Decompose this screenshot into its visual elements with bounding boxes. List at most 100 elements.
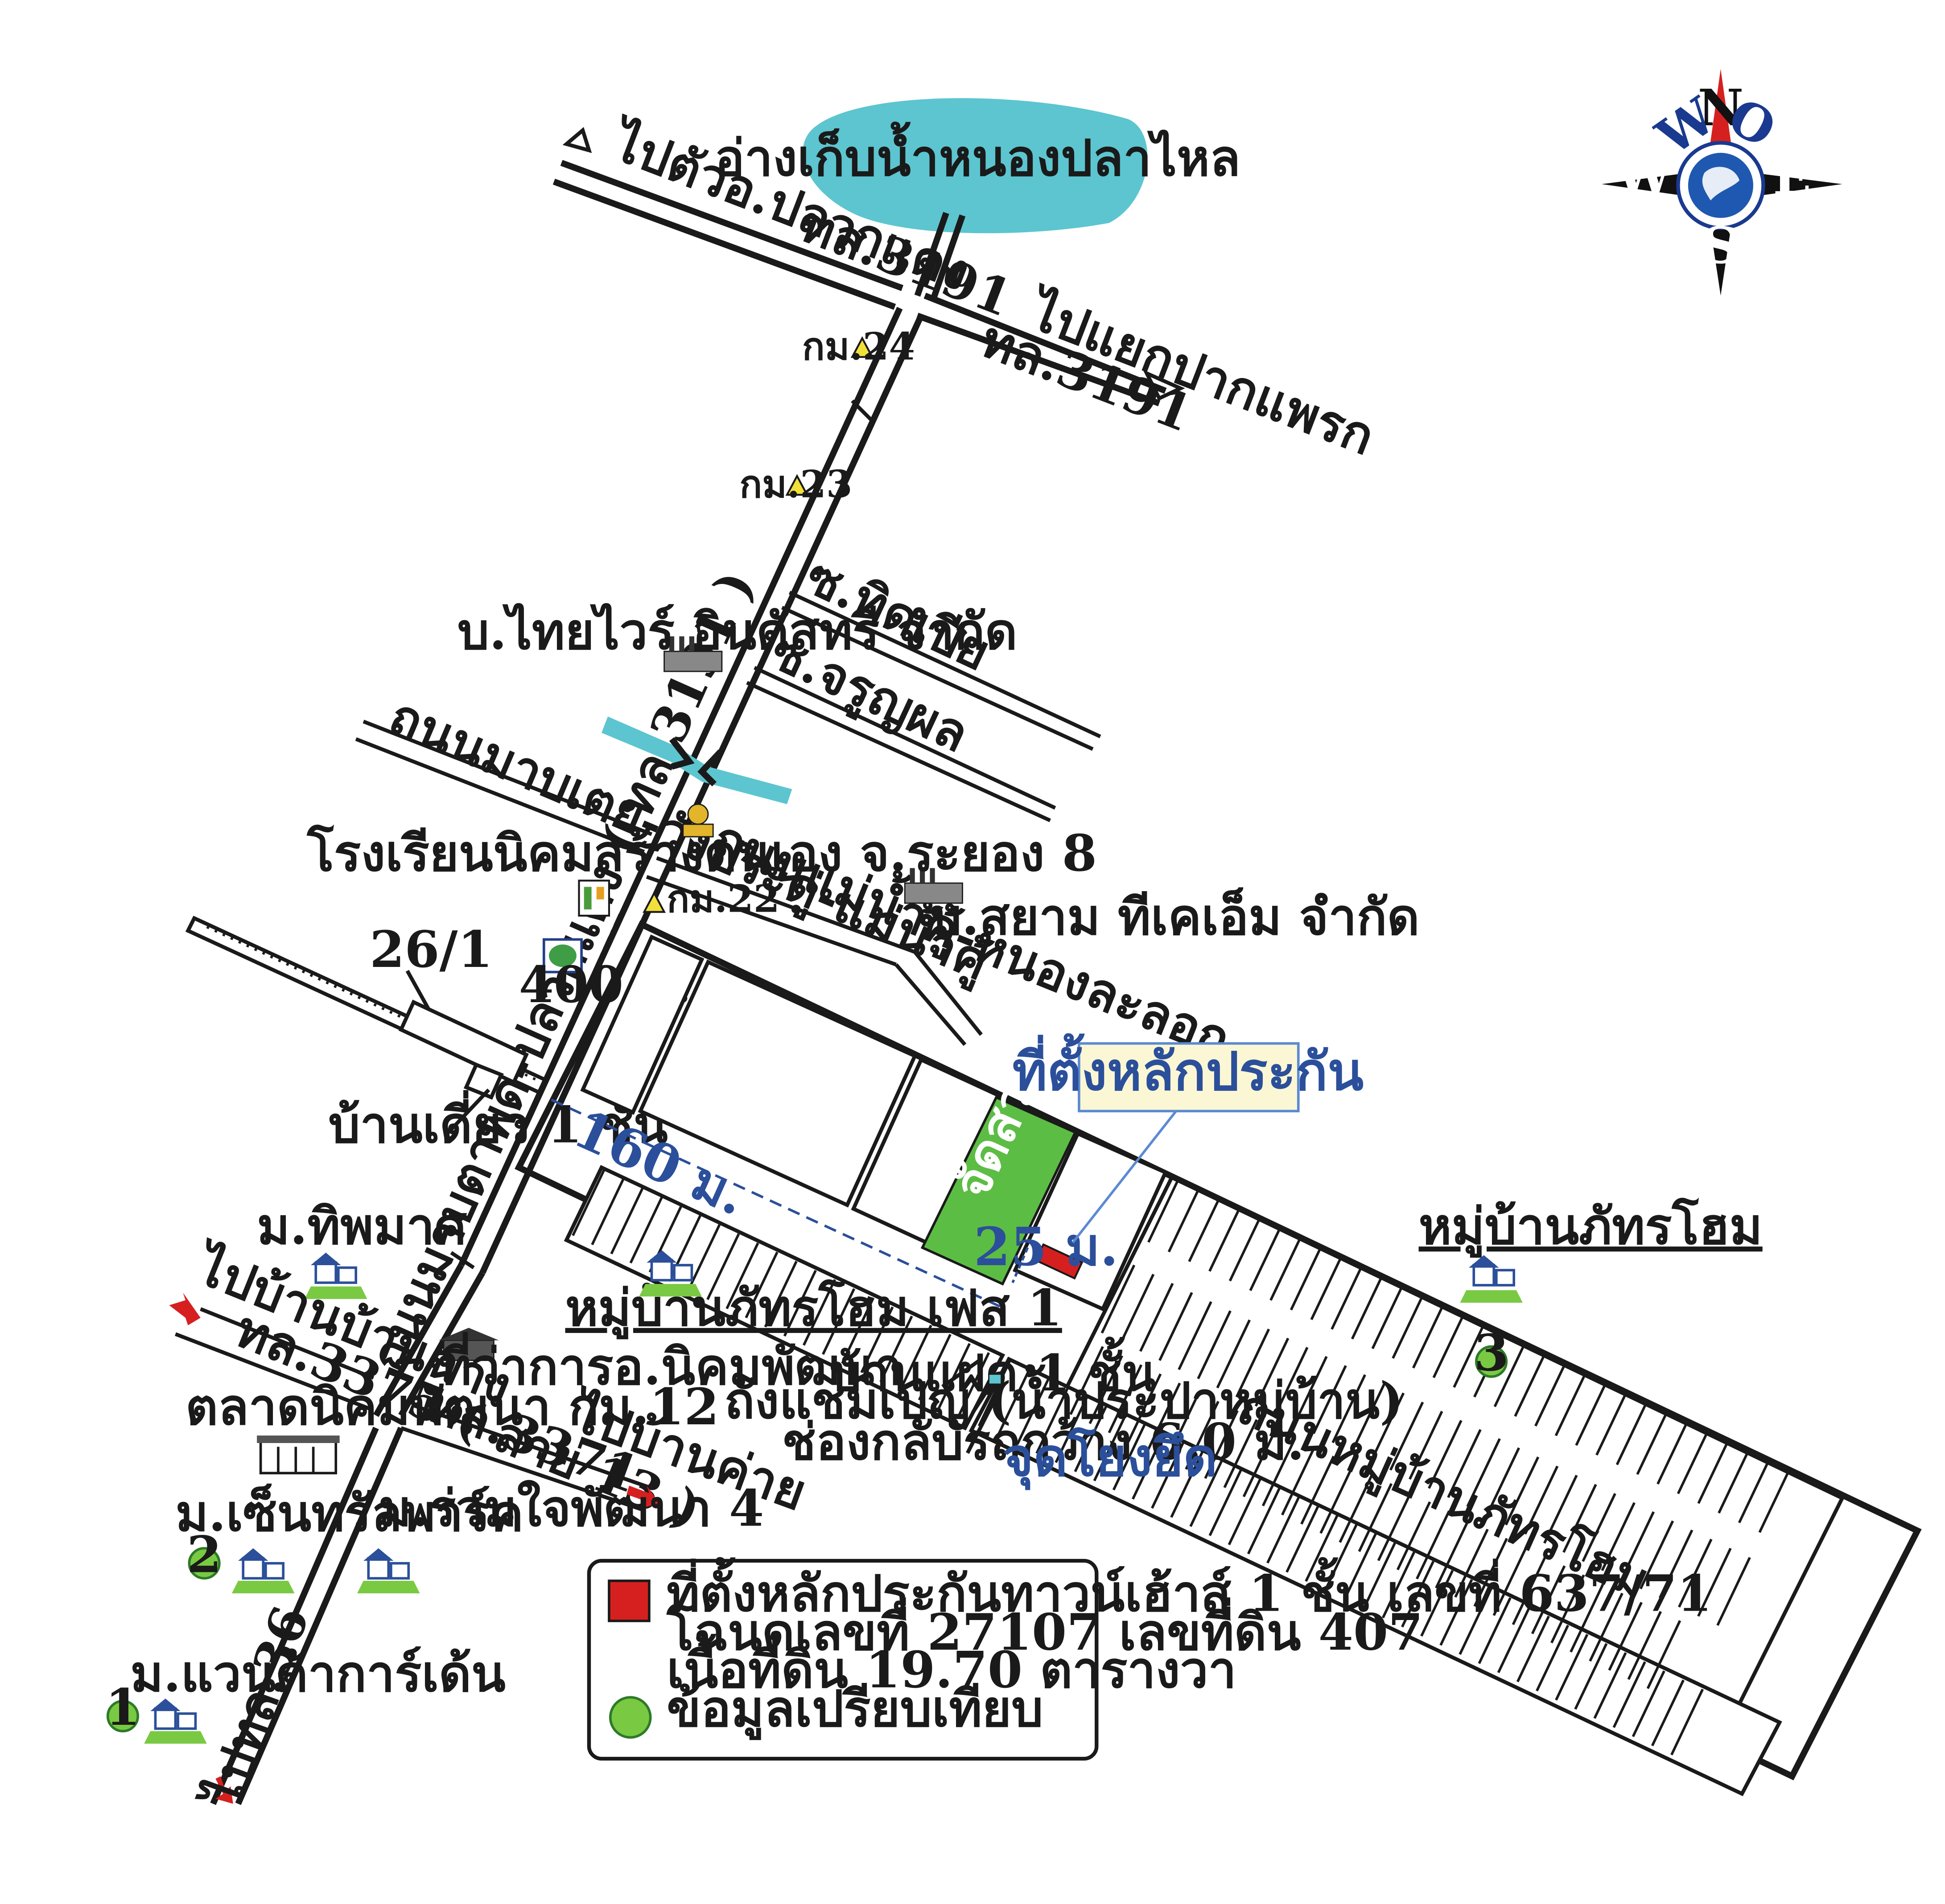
- plot-divider: [725, 1242, 759, 1309]
- plot-divider: [783, 1270, 817, 1337]
- svg-text:กม.23: กม.23: [739, 462, 852, 506]
- plot-divider: [1428, 1420, 1463, 1489]
- svg-text:ถังแชมเปญ (น้ำประปาหมู่บ้าน): ถังแชมเปญ (น้ำประปาหมู่บ้าน): [725, 1364, 1404, 1432]
- plot-divider: [1716, 1557, 1751, 1626]
- plot-divider: [1677, 1431, 1709, 1494]
- plot-divider: [1312, 1365, 1347, 1434]
- plot-divider: [1531, 1565, 1566, 1634]
- svg-text:กม.24: กม.24: [802, 324, 915, 368]
- plots-lower: [564, 1165, 1782, 1797]
- svg-text:3: 3: [1474, 1323, 1508, 1382]
- plot-divider: [1639, 1520, 1674, 1590]
- plot-divider: [1197, 1310, 1232, 1379]
- village-icon: [144, 1698, 207, 1744]
- legend-subject-swatch: [608, 1579, 651, 1622]
- plot-divider: [1300, 1456, 1335, 1525]
- plot-divider: [1570, 1583, 1604, 1653]
- plot-divider: [1016, 1378, 1050, 1445]
- plot-divider: [1636, 1411, 1668, 1475]
- svg-text:26/1: 26/1: [370, 920, 493, 979]
- plot-divider: [1504, 1456, 1540, 1526]
- plot-divider: [1658, 1530, 1694, 1599]
- plot-divider: [1466, 1438, 1501, 1507]
- soi-tidpiya: [781, 591, 1101, 751]
- plot-divider: [1132, 1433, 1166, 1500]
- temple-icon: [682, 803, 714, 838]
- svg-text:ตลาดนิคมพัฒนา กม.12: ตลาดนิคมพัฒนา กม.12: [185, 1377, 719, 1436]
- plot-divider: [1608, 1602, 1643, 1671]
- plot-divider: [1485, 1447, 1521, 1517]
- comparable-marker-2: 2: [187, 1525, 222, 1584]
- comparable-marker-3: 3: [1474, 1323, 1508, 1382]
- plot-divider: [1738, 1460, 1770, 1523]
- plot-divider: [1216, 1319, 1251, 1389]
- svg-text:โรงเรียนนิคมสร้างตนเอง จ.ระยอง: โรงเรียนนิคมสร้างตนเอง จ.ระยอง 8: [307, 823, 1097, 883]
- plot-divider: [629, 1197, 663, 1264]
- plot-divider: [1534, 1363, 1566, 1427]
- plot-divider: [802, 1279, 836, 1346]
- plot-divider: [687, 1224, 721, 1291]
- plot-divider: [1601, 1502, 1636, 1571]
- plot-divider: [1627, 1611, 1662, 1680]
- plot-divider: [997, 1369, 1031, 1436]
- plot-divider: [956, 1352, 990, 1419]
- plot-divider: [1261, 1437, 1297, 1506]
- svg-text:บ.สยาม ทีเคเอ็ม จำกัด: บ.สยาม ทีเคเอ็ม จำกัด: [930, 887, 1419, 946]
- plot-divider: [1324, 1524, 1358, 1591]
- plot-divider: [1620, 1511, 1655, 1580]
- plot-divider: [1554, 1373, 1587, 1436]
- distance-160: [551, 1098, 1001, 1308]
- plot-divider: [1392, 1295, 1424, 1359]
- plot-divider: [1381, 1551, 1415, 1619]
- soi-charoonphol: [746, 666, 1056, 822]
- house-plot-row: [398, 999, 529, 1100]
- plot-divider: [1473, 1538, 1508, 1607]
- plot-divider: [1185, 1401, 1220, 1470]
- plot-divider: [1319, 1464, 1354, 1534]
- reservoir: [803, 98, 1148, 234]
- plot-divider: [1100, 1264, 1136, 1334]
- plot-divider: [1351, 1383, 1385, 1452]
- plot-divider: [1453, 1324, 1485, 1388]
- plot-divider: [1612, 1661, 1646, 1728]
- svg-text:N: N: [1698, 78, 1744, 137]
- plot-divider: [1555, 1634, 1589, 1701]
- plot-divider: [764, 1261, 798, 1328]
- plot-divider: [1420, 1570, 1454, 1637]
- plot-divider: [1146, 1382, 1181, 1452]
- svg-text:ข้อมูลเปรียบเทียบ: ข้อมูลเปรียบเทียบ: [667, 1679, 1043, 1740]
- plot-divider: [1108, 1364, 1143, 1434]
- plot-divider: [1074, 1405, 1108, 1472]
- plot-divider: [1120, 1274, 1155, 1343]
- svg-text:บ.ไทยไวร์ อินดัสทรี จำกัด: บ.ไทยไวร์ อินดัสทรี จำกัด: [457, 602, 1018, 661]
- village-icon: [639, 1250, 702, 1297]
- plot-divider: [1670, 1689, 1704, 1756]
- plot-divider: [1178, 1301, 1212, 1370]
- svg-text:หมู่บ้านภัทรโฮม เฟส 1: หมู่บ้านภัทรโฮม เฟส 1: [565, 1278, 1062, 1340]
- plot-divider: [1127, 1373, 1162, 1443]
- plot-divider: [1167, 1189, 1200, 1253]
- plot-divider: [1536, 1624, 1570, 1692]
- svg-text:จุดโยงยึด: จุดโยงยึด: [1002, 1426, 1217, 1490]
- village-icon: [304, 1252, 367, 1299]
- plot-divider: [1370, 1392, 1405, 1462]
- plot-divider: [1281, 1446, 1316, 1516]
- plot-divider: [1147, 1179, 1179, 1243]
- plot-divider: [918, 1334, 952, 1401]
- plot-divider: [1396, 1501, 1431, 1571]
- svg-text:W: W: [1615, 147, 1673, 206]
- plot-divider: [1492, 1547, 1528, 1616]
- plot-divider: [1697, 1548, 1732, 1617]
- plot-divider: [1208, 1469, 1242, 1536]
- plot-divider: [1412, 1305, 1444, 1369]
- plot-divider: [1351, 1276, 1383, 1340]
- plot-divider: [1416, 1510, 1451, 1579]
- road-3375: [174, 1307, 375, 1411]
- plot-divider: [1204, 1410, 1239, 1479]
- svg-text:โฉนดเลขที่ 27107 เลขที่ดิน 407: โฉนดเลขที่ 27107 เลขที่ดิน 407: [666, 1597, 1423, 1662]
- plot-divider: [572, 1169, 606, 1236]
- plot-divider: [1069, 1346, 1104, 1415]
- plot-divider: [591, 1178, 625, 1246]
- km-marker-24: กม.24: [802, 324, 915, 368]
